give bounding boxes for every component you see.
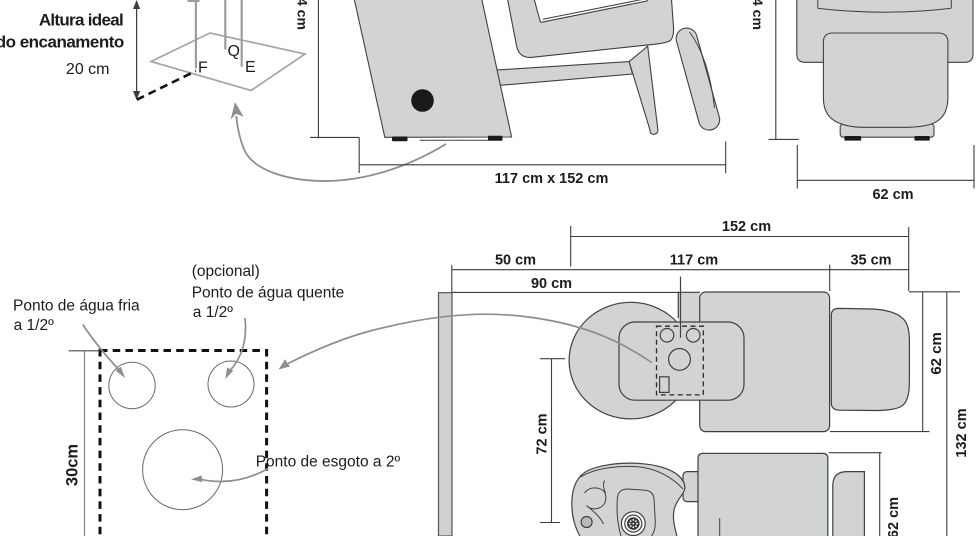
svg-text:Ponto de água quente: Ponto de água quente <box>192 284 345 301</box>
svg-text:do encanamento: do encanamento <box>0 33 124 52</box>
svg-text:F: F <box>198 60 208 77</box>
svg-text:50 cm: 50 cm <box>495 253 536 269</box>
svg-text:72 cm: 72 cm <box>535 413 551 454</box>
svg-text:90 cm: 90 cm <box>531 276 572 292</box>
svg-text:4 cm: 4 cm <box>295 0 311 30</box>
svg-text:35 cm: 35 cm <box>850 253 891 269</box>
svg-text:20 cm: 20 cm <box>66 61 110 78</box>
svg-text:Q: Q <box>228 43 240 60</box>
svg-text:Ponto de esgoto a 2º: Ponto de esgoto a 2º <box>256 454 401 471</box>
svg-text:Ponto de água fria: Ponto de água fria <box>13 298 140 315</box>
svg-text:E: E <box>245 59 256 76</box>
svg-text:a 1/2º: a 1/2º <box>193 304 233 321</box>
svg-text:Altura ideal: Altura ideal <box>39 11 123 30</box>
svg-text:a 1/2º: a 1/2º <box>14 317 54 334</box>
svg-text:4 cm: 4 cm <box>750 0 766 30</box>
svg-text:132 cm: 132 cm <box>954 408 970 457</box>
svg-text:152 cm: 152 cm <box>722 219 771 235</box>
svg-text:117 cm x 152 cm: 117 cm x 152 cm <box>495 171 609 187</box>
svg-text:30cm: 30cm <box>64 444 82 486</box>
svg-text:117 cm: 117 cm <box>670 253 718 269</box>
svg-text:62 cm: 62 cm <box>872 187 913 203</box>
svg-text:(opcional): (opcional) <box>192 263 260 280</box>
svg-text:62 cm: 62 cm <box>928 332 945 375</box>
svg-text:62 cm: 62 cm <box>886 497 902 536</box>
